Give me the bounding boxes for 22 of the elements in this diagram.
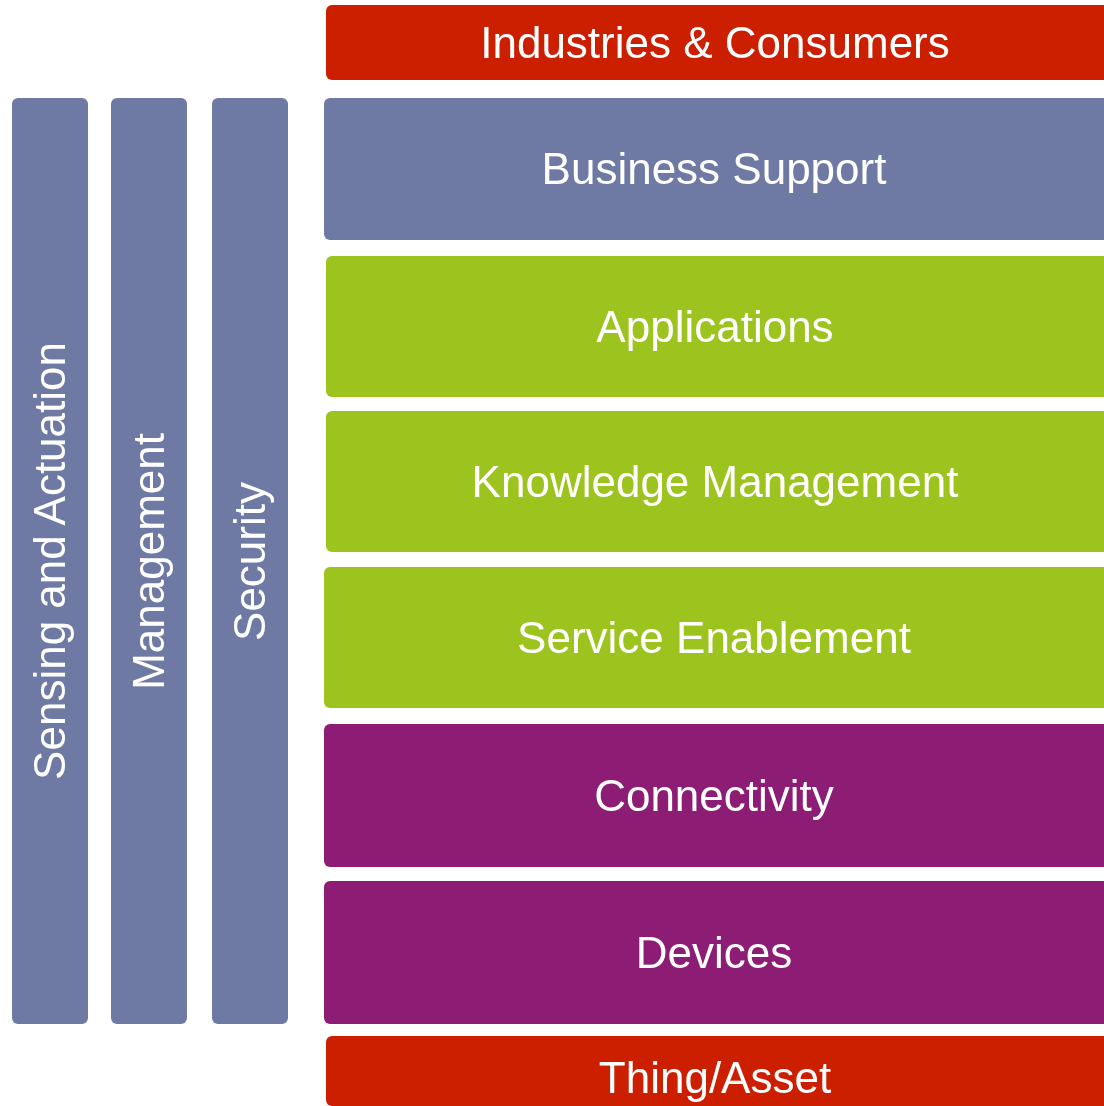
layer-label: Thing/Asset	[598, 1056, 832, 1100]
layer-label: Sensing and Actuation	[28, 342, 72, 780]
layer-band	[326, 411, 1104, 552]
layer-band	[326, 1036, 1104, 1106]
layer-label: Industries & Consumers	[480, 20, 950, 65]
layer-label: Devices	[635, 930, 793, 975]
layer-band	[326, 256, 1104, 397]
layer-band	[326, 5, 1104, 80]
layer-label: Management	[127, 432, 171, 690]
layer-band	[324, 98, 1104, 240]
pillar-bar	[111, 98, 187, 1024]
layer-band	[324, 724, 1104, 867]
layer-label: Service Enablement	[517, 615, 911, 660]
layer-label: Security	[228, 481, 272, 641]
pillar-bar	[12, 98, 88, 1024]
pillar-bar	[212, 98, 288, 1024]
layer-label: Business Support	[541, 147, 887, 191]
layer-label: Connectivity	[594, 773, 834, 818]
layer-band	[324, 881, 1104, 1024]
layer-band	[324, 567, 1104, 708]
layer-label: Knowledge Management	[471, 459, 959, 504]
layer-label: Applications	[596, 304, 834, 349]
